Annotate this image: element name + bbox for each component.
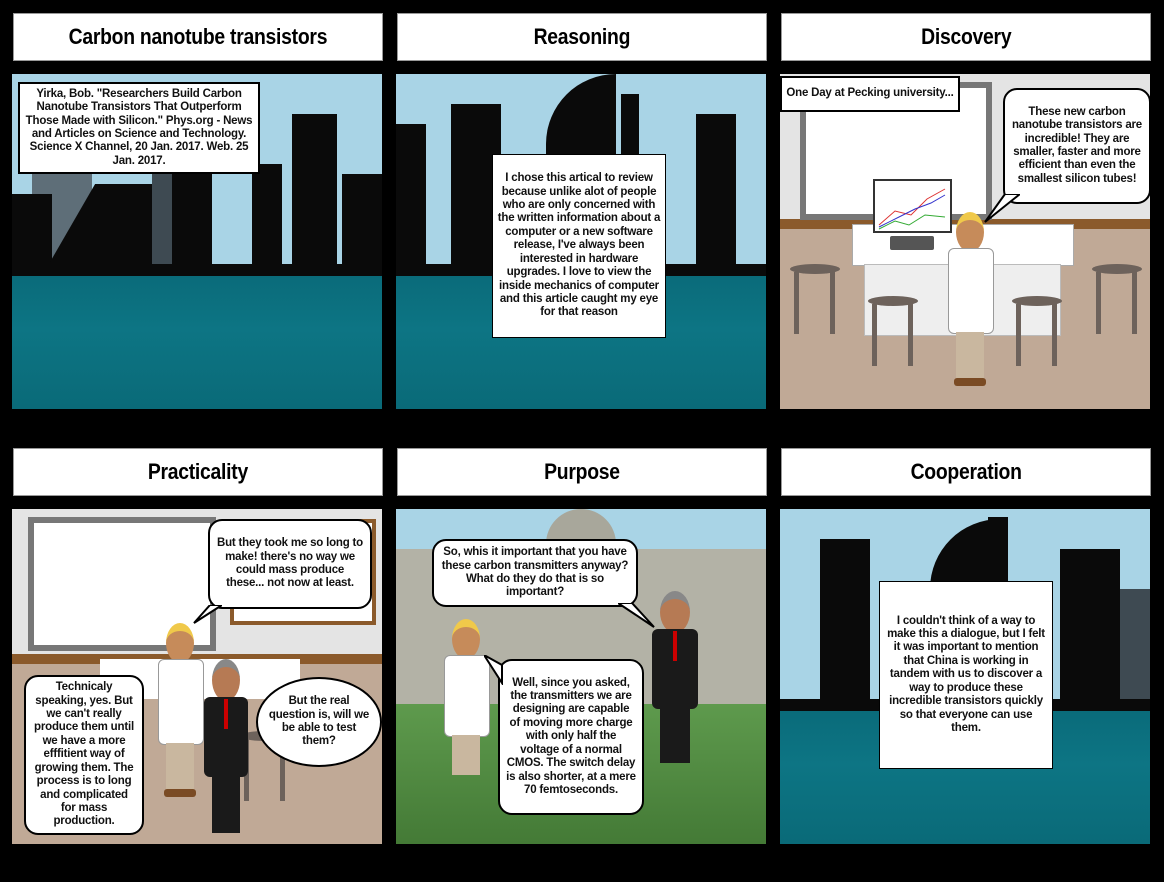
panel-purpose: So, whis it important that you have thes… — [396, 509, 766, 844]
panel-title-2: Reasoning — [397, 13, 767, 61]
line-chart-icon — [878, 188, 946, 230]
thought-bubble-businessman: But the real question is, will we be abl… — [256, 677, 382, 767]
stool — [790, 264, 840, 334]
speech-text: But they took me so long to make! there'… — [216, 537, 363, 590]
speech-bubble-scientist: These new carbon nanotube transistors ar… — [1003, 88, 1150, 204]
building — [252, 164, 282, 264]
scientist-character — [158, 623, 204, 798]
speech-tail — [984, 194, 1020, 223]
location-caption: One Day at Pecking university... — [780, 76, 960, 112]
building — [292, 114, 337, 264]
panel-reasoning: I chose this artical to review because u… — [396, 74, 766, 409]
building — [820, 539, 870, 699]
speech-tail — [193, 605, 222, 624]
speech-tail — [484, 655, 503, 685]
panel-title-text: Discovery — [920, 24, 1012, 49]
water — [12, 276, 382, 409]
caption-text: I chose this artical to review because u… — [497, 172, 661, 319]
monitor-chart — [873, 179, 952, 233]
building — [12, 194, 52, 264]
citation-caption: Yirka, Bob. "Researchers Build Carbon Na… — [18, 82, 260, 174]
panel-title-text: Purpose — [544, 459, 620, 484]
speech-text: But the real question is, will we be abl… — [268, 695, 370, 748]
panel-carbon-nanotube-transistors: Yirka, Bob. "Researchers Build Carbon Na… — [12, 74, 382, 409]
panel-cooperation: I couldn't think of a way to make this a… — [780, 509, 1150, 844]
keyboard-icon — [890, 236, 934, 250]
waterfront-edge — [12, 264, 382, 276]
scientist-character — [444, 619, 490, 779]
panel-title-1: Carbon nanotube transistors — [13, 13, 383, 61]
caption-text: Yirka, Bob. "Researchers Build Carbon Na… — [25, 87, 253, 167]
cooperation-caption: I couldn't think of a way to make this a… — [879, 581, 1053, 769]
caption-text: One Day at Pecking university... — [786, 87, 954, 100]
panel-title-6: Cooperation — [781, 448, 1151, 496]
panel-title-3: Discovery — [781, 13, 1151, 61]
speech-bubble-scientist: Well, since you asked, the transmitters … — [498, 659, 644, 815]
businessman-character — [204, 659, 248, 839]
building — [342, 174, 382, 264]
speech-tail — [618, 603, 655, 628]
whiteboard — [28, 517, 216, 651]
speech-text: Technicaly speaking, yes. But we can't r… — [34, 681, 134, 828]
panel-title-text: Carbon nanotube transistors — [68, 24, 328, 49]
stool — [1012, 296, 1062, 366]
reasoning-caption: I chose this artical to review because u… — [492, 154, 666, 338]
panel-title-text: Reasoning — [533, 24, 631, 49]
speech-text: Well, since you asked, the transmitters … — [506, 676, 636, 796]
speech-text: These new carbon nanotube transistors ar… — [1011, 105, 1143, 185]
panel-title-5: Purpose — [397, 448, 767, 496]
building — [696, 114, 736, 264]
speech-text: So, whis it important that you have thes… — [441, 546, 629, 599]
businessman-character — [652, 591, 698, 766]
speech-bubble-businessman: So, whis it important that you have thes… — [432, 539, 638, 607]
building — [1120, 589, 1150, 699]
panel-title-4: Practicality — [13, 448, 383, 496]
stool — [868, 296, 918, 366]
panel-discovery: One Day at Pecking university... These n… — [780, 74, 1150, 409]
stool — [1092, 264, 1142, 334]
panel-title-text: Practicality — [147, 459, 249, 484]
speech-bubble-scientist-top: But they took me so long to make! there'… — [208, 519, 372, 609]
caption-text: I couldn't think of a way to make this a… — [887, 614, 1045, 734]
building — [396, 124, 426, 264]
speech-bubble-scientist-left: Technicaly speaking, yes. But we can't r… — [24, 675, 144, 835]
building — [1060, 549, 1120, 699]
panel-practicality: But they took me so long to make! there'… — [12, 509, 382, 844]
scientist-character — [948, 212, 994, 387]
panel-title-text: Cooperation — [910, 459, 1022, 484]
